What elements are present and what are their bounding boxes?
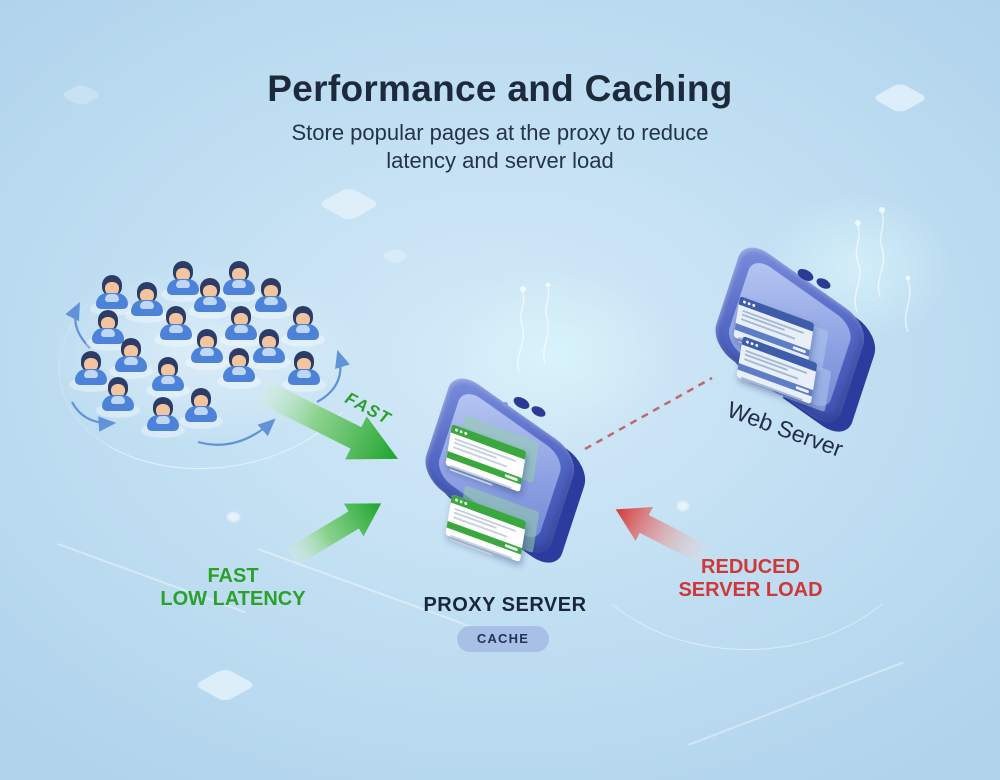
user-avatar-icon	[96, 377, 140, 419]
user-avatar-icon	[125, 282, 169, 324]
user-avatar-icon	[249, 278, 293, 320]
reduced-load-arrow-icon	[615, 507, 708, 563]
page-subtitle: Store popular pages at the proxy to redu…	[0, 119, 1000, 175]
user-avatar-icon	[161, 261, 205, 303]
user-avatar-icon	[217, 261, 261, 303]
user-avatar-icon	[281, 306, 325, 348]
user-avatar-icon	[154, 306, 198, 348]
user-avatar-icon	[69, 351, 113, 393]
user-avatar-icon	[179, 388, 223, 430]
crowd-circulation-arrows	[65, 302, 350, 446]
client-benefit-line-2: LOW LATENCY	[160, 588, 306, 610]
server-benefit-line-2: SERVER LOAD	[678, 579, 823, 601]
proxy-server-label: PROXY SERVER	[423, 594, 587, 616]
user-avatar-icon	[282, 351, 326, 393]
dot-decoration	[677, 501, 689, 511]
subtitle-line-2: latency and server load	[386, 148, 614, 173]
server-benefit-caption: REDUCED SERVER LOAD	[653, 556, 848, 602]
page-title: Performance and Caching	[267, 68, 733, 109]
user-avatar-icon	[141, 397, 185, 439]
cache-badge: CACHE	[457, 626, 549, 652]
proxy-to-webserver-dashed-link	[584, 376, 713, 451]
client-benefit-caption: FAST LOW LATENCY	[128, 565, 338, 611]
user-avatar-icon	[109, 338, 153, 380]
low-latency-arrow-icon	[286, 503, 382, 566]
user-avatar-icon	[146, 357, 190, 399]
client-benefit-line-1: FAST	[207, 565, 259, 587]
user-avatar-icon	[219, 306, 263, 348]
user-avatar-icon	[185, 329, 229, 371]
subtitle-line-1: Store popular pages at the proxy to redu…	[291, 120, 709, 145]
user-avatar-icon	[247, 329, 291, 371]
user-avatar-icon	[188, 278, 232, 320]
user-avatar-icon	[217, 348, 261, 390]
user-avatar-icon	[86, 310, 130, 352]
arc-decoration	[566, 378, 928, 650]
dot-decoration	[227, 512, 240, 522]
server-benefit-line-1: REDUCED	[701, 556, 800, 578]
fast-request-arrow-icon	[256, 380, 399, 460]
